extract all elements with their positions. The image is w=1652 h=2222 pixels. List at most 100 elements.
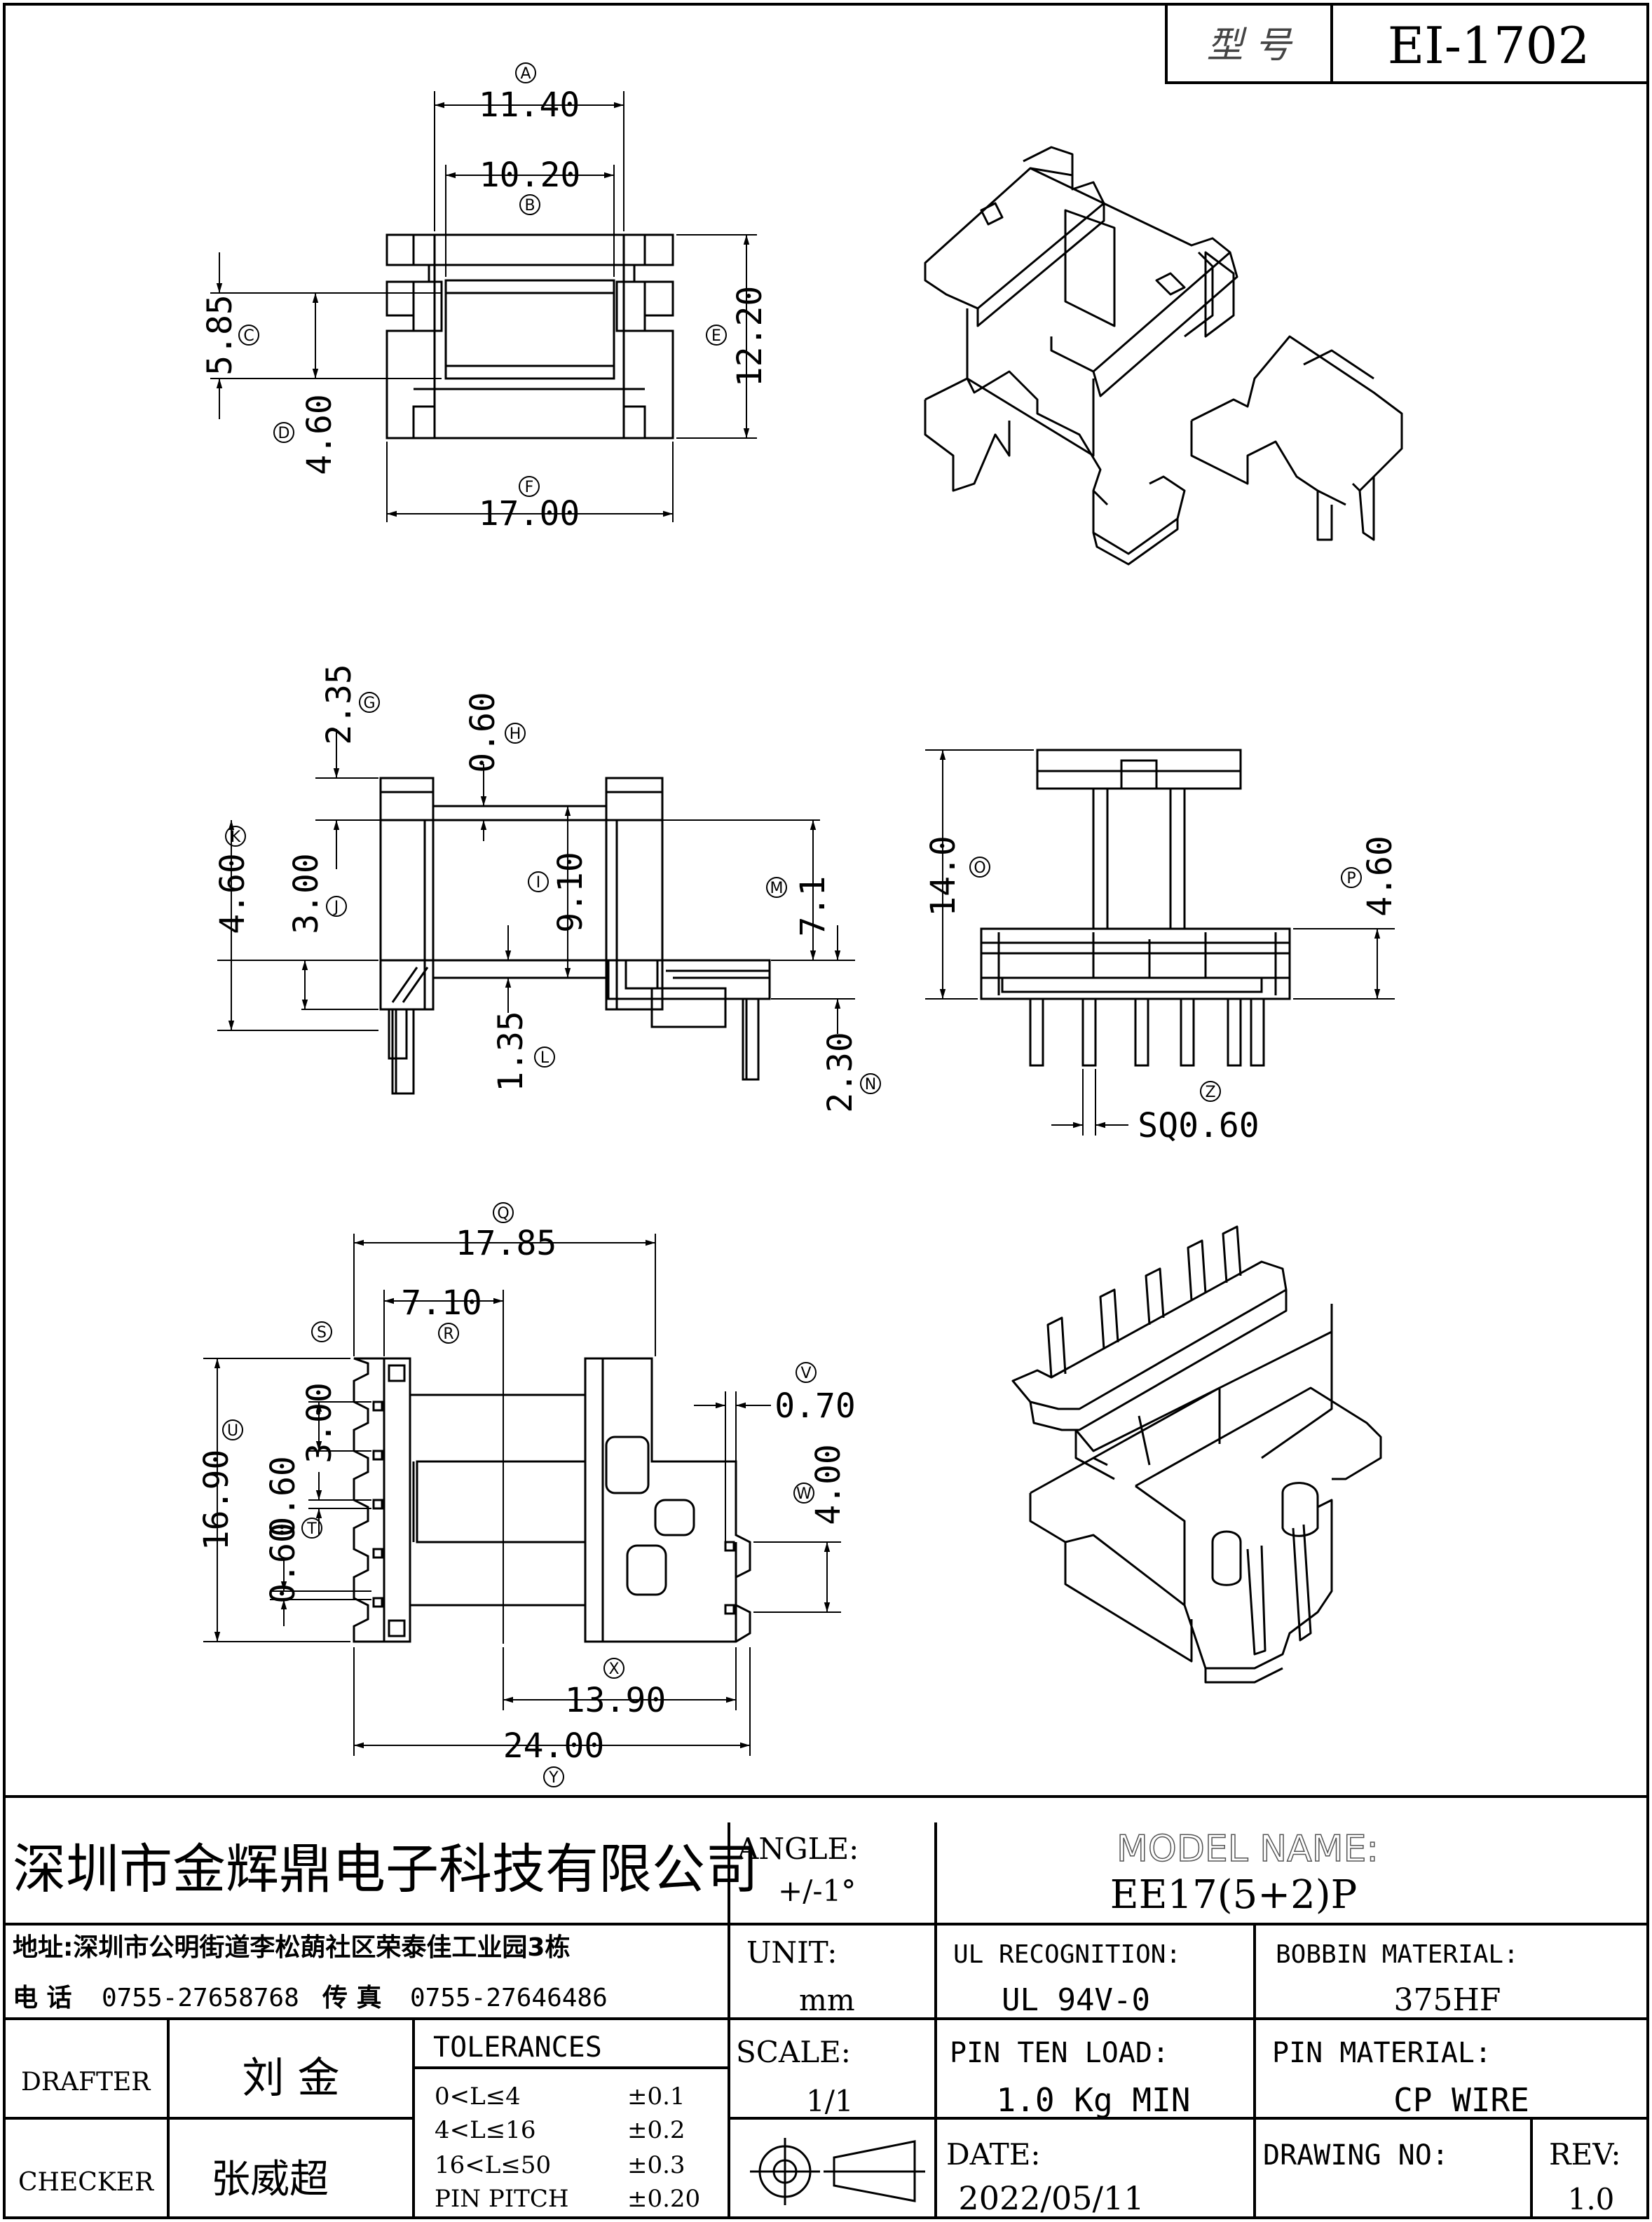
dim-m-value: 7.1 [793,876,833,937]
dim-s-label: S [317,1324,327,1342]
projection-symbol-icon [750,2138,925,2205]
top-view-dim-text: 11.40 A 10.20 B 12.20 E 5.85 C 4.60 D 17… [200,62,770,533]
dim-j-value: 3.00 [287,853,326,934]
dim-t-label: T [306,1520,317,1538]
dim-n-value: 2.30 [821,1032,860,1113]
model-box-label: 型 号 [1207,25,1294,67]
sheet-border [3,3,1649,2219]
tolerance-range-3: PIN PITCH [435,2185,569,2213]
dim-a-label: A [520,65,531,83]
dim-o-value: 14.0 [924,836,963,917]
tolerance-range-2: 16<L≤50 [435,2151,551,2179]
dim-x-label: X [608,1661,619,1678]
phone-number: 0755-27658768 [102,1984,299,2012]
dim-p-value: 4.60 [1360,836,1400,917]
model-box: 型 号 EI-1702 [1165,3,1649,84]
front-view [379,777,771,1095]
scale-label: SCALE: [736,2035,851,2069]
bottom-view-dims [203,1234,841,1756]
fax-number: 0755-27646486 [410,1984,608,2012]
dim-y-label: Y [548,1769,559,1787]
dim-j-label: J [333,899,339,916]
dim-l-value: 1.35 [491,1011,531,1092]
dim-h-value: 0.60 [463,692,503,773]
dim-y-value: 24.00 [503,1726,605,1766]
dim-r-label: R [443,1325,453,1343]
unit-value: mm [799,1983,855,2017]
dim-z-value: SQ0.60 [1138,1106,1259,1145]
front-view-dim-text: 2.35 G 0.60 H 9.10 I 4.60 K 3.00 J 1.35 … [213,664,881,1113]
dim-q-value: 17.85 [456,1224,557,1263]
title-block-frame [4,1795,1648,2218]
dim-q-label: Q [497,1205,509,1222]
dim-w-value: 4.00 [809,1444,848,1525]
angle-value: +/-1° [778,1874,856,1908]
dim-d-label: D [278,425,290,442]
isometric-view-bottom [1011,1225,1382,1684]
side-view-dims [925,749,1395,1136]
bobbin-label: BOBBIN MATERIAL: [1276,1940,1519,1969]
dim-b-label: B [524,197,535,214]
dim-g-label: G [363,695,375,712]
dim-t2-value: 0.60 [264,1522,303,1604]
top-view-dims [210,91,757,522]
rev-label: REV: [1549,2137,1621,2172]
tolerance-range-1: 4<L≤16 [435,2116,535,2144]
dim-t-value: 0.60 [264,1456,303,1537]
dim-c-value: 5.85 [200,294,240,376]
pin-material-label: PIN MATERIAL: [1272,2037,1491,2069]
side-view-dim-text: 14.0 O 4.60 P SQ0.60 Z [924,836,1400,1145]
drafter-label: DRAFTER [21,2068,151,2097]
dim-i-label: I [536,874,541,892]
model-box-value: EI-1702 [1388,16,1590,75]
rev-value: 1.0 [1568,2182,1615,2216]
checker-label: CHECKER [18,2168,154,2197]
dim-a-value: 11.40 [479,86,580,125]
tolerance-value-2: ±0.3 [627,2151,685,2179]
tolerance-value-1: ±0.2 [627,2116,685,2144]
ul-label: UL RECOGNITION: [953,1940,1181,1969]
dim-r-value: 7.10 [401,1283,482,1323]
scale-value: 1/1 [806,2084,854,2118]
front-view-dims [217,729,855,1034]
address-text: 地址:深圳市公明街道李松蓢社区荣泰佳工业园3栋 [13,1933,570,1962]
dim-g-value: 2.35 [320,664,359,745]
pin-material-value: CP WIRE [1393,2081,1529,2119]
model-name-value: EE17(5+2)P [1110,1872,1358,1918]
dim-u-value: 16.90 [197,1450,236,1551]
dim-v-label: V [800,1365,811,1382]
top-view [385,233,674,439]
side-view [980,749,1291,1067]
dim-e-label: E [711,327,721,345]
phone-label: 电 话 [13,1984,72,2012]
model-name-label: MODEL NAME: [1117,1828,1379,1870]
dim-f-label: F [525,479,534,496]
ul-value: UL 94V-0 [1002,1982,1150,2018]
dim-m-label: M [770,880,784,897]
pin-ten-value: 1.0 Kg MIN [997,2081,1191,2119]
dim-c-label: C [243,327,254,345]
dim-u-label: U [227,1422,238,1440]
dim-n-label: N [865,1076,876,1093]
company-name: 深圳市金辉鼎电子科技有限公司 [13,1838,758,1900]
pin-ten-label: PIN TEN LOAD: [950,2037,1169,2069]
dim-f-value: 17.00 [479,494,580,533]
isometric-view-top [924,146,1403,566]
date-value: 2022/05/11 [958,2179,1144,2217]
dim-s-value: 3.00 [300,1382,339,1464]
dim-k-value: 4.60 [213,853,252,934]
dim-e-value: 12.20 [730,286,770,388]
dim-d-value: 4.60 [300,394,339,475]
dim-i-value: 9.10 [551,852,590,933]
tolerance-value-0: ±0.1 [627,2083,685,2111]
fax-label: 传 真 [322,1984,382,2012]
checker-value: 张威超 [211,2157,329,2202]
dim-h-label: H [510,725,521,743]
dim-l-label: L [540,1049,549,1067]
dim-p-label: P [1346,870,1356,887]
dim-x-value: 13.90 [565,1681,667,1720]
tolerance-range-0: 0<L≤4 [435,2083,521,2111]
dim-o-label: O [974,859,985,877]
tolerances-label: TOLERANCES [433,2031,602,2064]
